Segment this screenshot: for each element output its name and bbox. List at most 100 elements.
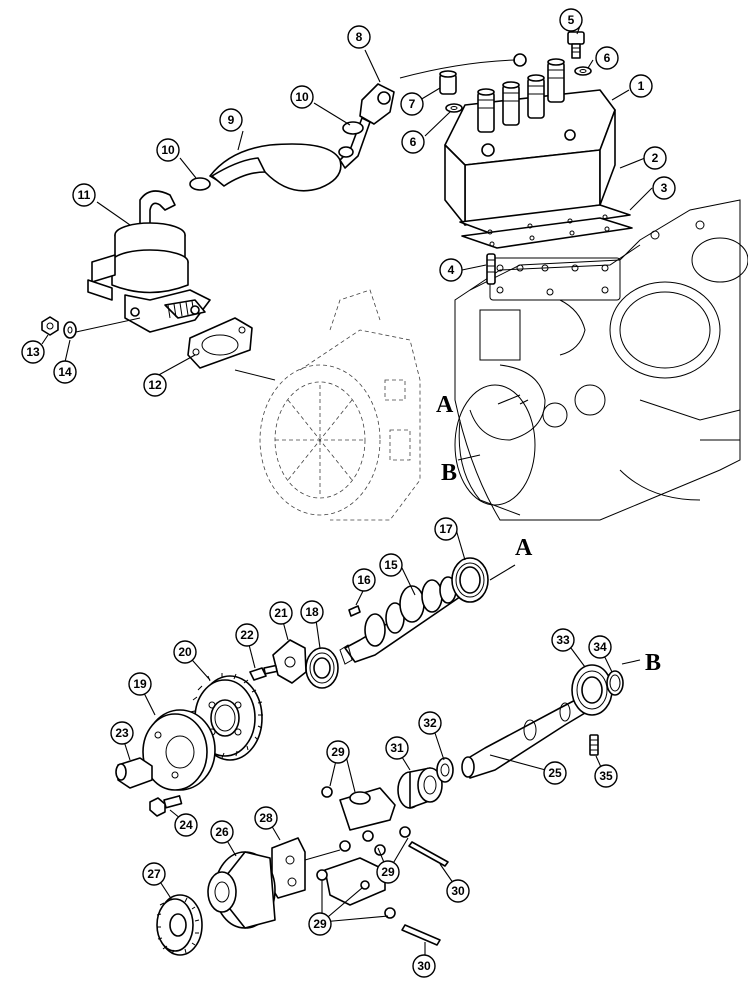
callout-circle [434, 517, 458, 541]
flywheel-housing [259, 289, 421, 521]
cam-hub [142, 709, 216, 791]
callout-circle [174, 813, 198, 837]
callout-circle [300, 600, 324, 624]
callout-number: 29 [313, 917, 327, 931]
callout-circle [156, 138, 180, 162]
callout-4: 4 [439, 258, 463, 282]
callout-number: 10 [161, 143, 175, 157]
retainer-plate [272, 639, 307, 684]
fuel-feed-pump [87, 190, 211, 333]
callout-circle [128, 672, 152, 696]
ref-letter-a-block: A [436, 392, 454, 418]
callout-number: 29 [331, 745, 345, 759]
engine-block [454, 199, 748, 521]
callout-33: 33 [551, 628, 575, 652]
callout-number: 6 [410, 135, 417, 149]
callout-number: 19 [133, 677, 147, 691]
hose-clamps [189, 121, 364, 191]
callout-number: 17 [439, 522, 453, 536]
callout-number: 3 [661, 181, 668, 195]
callout-circle [72, 183, 96, 207]
callout-circle [385, 736, 409, 760]
callout-9: 9 [219, 108, 243, 132]
callout-number: 20 [178, 645, 192, 659]
governor-sleeve [397, 767, 443, 809]
callout-number: 15 [384, 558, 398, 572]
callout-30: 30 [446, 879, 470, 903]
callout-circle [418, 711, 442, 735]
callout-number: 6 [604, 51, 611, 65]
callout-23: 23 [110, 721, 134, 745]
callout-circle [401, 130, 425, 154]
callout-circle [352, 568, 376, 592]
callout-13: 13 [21, 340, 45, 364]
callout-circle [53, 360, 77, 384]
bearing-18 [305, 647, 339, 689]
callout-14: 14 [53, 360, 77, 384]
snap-ring [606, 670, 624, 696]
callout-10: 10 [290, 85, 314, 109]
callout-5: 5 [559, 8, 583, 32]
callout-circle [21, 340, 45, 364]
callout-number: 16 [357, 573, 371, 587]
callout-circle [629, 74, 653, 98]
callout-circle [376, 860, 400, 884]
callout-17: 17 [434, 517, 458, 541]
callout-circle [173, 640, 197, 664]
callout-7: 7 [400, 92, 424, 116]
callout-number: 33 [556, 633, 570, 647]
callout-number: 35 [599, 769, 613, 783]
callout-24: 24 [174, 813, 198, 837]
callout-35: 35 [594, 764, 618, 788]
callout-circle [652, 176, 676, 200]
callout-27: 27 [142, 862, 166, 886]
callout-11: 11 [72, 183, 96, 207]
washers [445, 66, 592, 113]
ref-letter-a-camshaft: A [515, 535, 533, 561]
callout-number: 32 [423, 716, 437, 730]
bearing-33 [571, 664, 613, 716]
callout-number: 8 [356, 30, 363, 44]
callout-circle [142, 862, 166, 886]
banjo-fitting [359, 83, 395, 125]
reference-letters: A B A B [436, 392, 661, 676]
callout-circle [326, 740, 350, 764]
callout-1: 1 [629, 74, 653, 98]
bolt [567, 31, 585, 59]
callout-32: 32 [418, 711, 442, 735]
camshaft [339, 576, 471, 665]
injection-pump [399, 53, 616, 226]
callout-circle [210, 820, 234, 844]
callout-circle [219, 108, 243, 132]
callout-number: 28 [259, 811, 273, 825]
lock-washer [63, 317, 141, 339]
callout-number: 14 [58, 365, 72, 379]
callout-31: 31 [385, 736, 409, 760]
callout-number: 26 [215, 825, 229, 839]
callout-29: 29 [376, 860, 400, 884]
callout-circle [143, 373, 167, 397]
callout-19: 19 [128, 672, 152, 696]
callout-number: 24 [179, 818, 193, 832]
callout-2: 2 [643, 146, 667, 170]
callout-10: 10 [156, 138, 180, 162]
pins [401, 841, 449, 946]
callout-12: 12 [143, 373, 167, 397]
governor-housing [207, 851, 276, 929]
callout-number: 13 [26, 345, 40, 359]
callout-22: 22 [235, 623, 259, 647]
callout-number: 29 [381, 865, 395, 879]
callout-3: 3 [652, 176, 676, 200]
callout-number: 10 [295, 90, 309, 104]
callout-6: 6 [401, 130, 425, 154]
callout-circle [269, 601, 293, 625]
drive-gear [156, 894, 203, 956]
nut [41, 316, 59, 336]
callout-number: 27 [147, 867, 161, 881]
callout-number: 1 [638, 79, 645, 93]
pump-gaskets [459, 204, 633, 249]
callout-number: 4 [448, 263, 455, 277]
callout-15: 15 [379, 553, 403, 577]
stud [486, 253, 496, 285]
